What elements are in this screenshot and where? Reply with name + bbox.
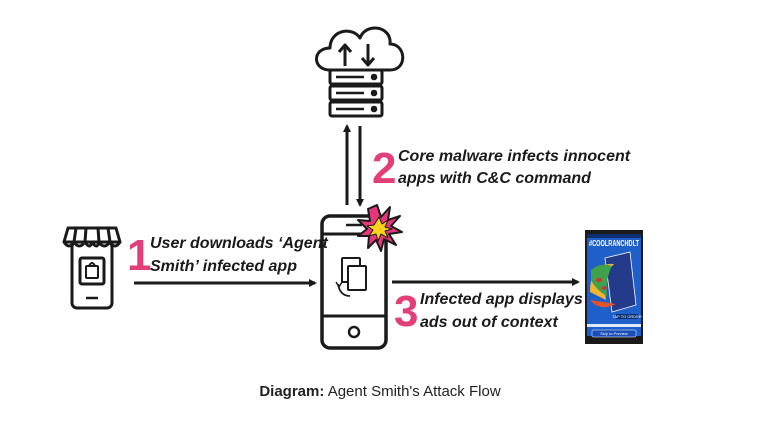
- step-2-number: 2: [372, 144, 396, 193]
- explosion-icon: [357, 204, 403, 252]
- step-2-line2: apps with C&C command: [398, 170, 592, 187]
- diagram-caption: Diagram: Agent Smith's Attack Flow: [0, 383, 760, 400]
- infected-phone-icon: [320, 214, 388, 350]
- step-2-line1: Core malware infects innocent: [398, 148, 631, 165]
- app-store-icon: [62, 226, 122, 310]
- step-3-line1: Infected app displays: [420, 291, 583, 308]
- step-1-line1: User downloads ‘Agent: [150, 235, 328, 252]
- ad-brand: #COOLRANCHDLT: [589, 239, 639, 248]
- step-1-line2: Smith’ infected app: [150, 258, 297, 275]
- caption-text: Agent Smith's Attack Flow: [324, 383, 501, 400]
- step-1: 1 User downloads ‘Agent Smith’ infected …: [127, 231, 328, 280]
- ad-screenshot: #COOLRANCHDLT TAP TO ORDER Skip to Previ…: [585, 230, 643, 344]
- ad-skip-button[interactable]: [591, 329, 637, 338]
- caption-prefix: Diagram:: [259, 383, 325, 400]
- step-1-number: 1: [127, 231, 151, 280]
- ad-skip-label: Skip to Preview: [600, 331, 628, 336]
- step-3-line2: ads out of context: [420, 314, 558, 331]
- step-2: 2 Core malware infects innocent apps wit…: [372, 144, 631, 193]
- cloud-server-icon: [315, 26, 405, 118]
- step-3: 3 Infected app displays ads out of conte…: [394, 287, 583, 336]
- step-3-number: 3: [394, 287, 418, 336]
- ad-tagline: TAP TO ORDER: [612, 314, 642, 319]
